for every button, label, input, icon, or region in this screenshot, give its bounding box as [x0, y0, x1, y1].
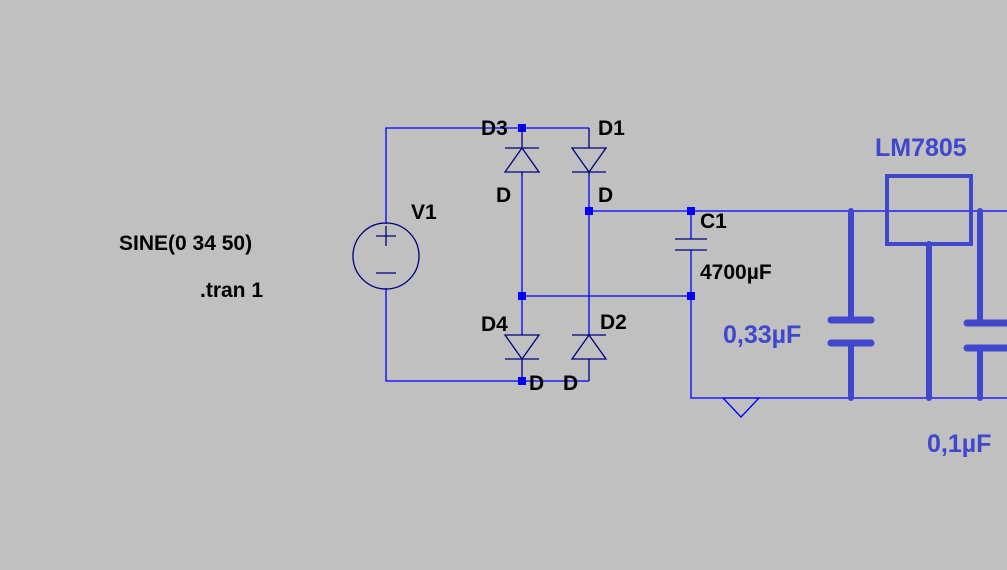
diode-d3[interactable] [503, 128, 541, 176]
voltage-source-v1[interactable] [352, 222, 420, 290]
regulator-label[interactable]: LM7805 [875, 134, 967, 162]
d4-name-label[interactable]: D4 [481, 313, 508, 336]
junction-mid [518, 292, 526, 300]
wire-v1-top[interactable] [385, 127, 522, 224]
capacitor-c1[interactable] [675, 238, 707, 251]
cap-in-value-label[interactable]: 0,33µF [723, 321, 802, 349]
added-parts [827, 174, 1007, 401]
junction-c1-top [687, 207, 695, 215]
d2-name-label[interactable]: D2 [600, 311, 627, 334]
voltage-regulator-lm7805[interactable] [885, 174, 973, 246]
c1-name-label[interactable]: C1 [700, 210, 727, 233]
diode-d2-icon [570, 333, 608, 360]
cap-out-value-label[interactable]: 0,1µF [927, 430, 992, 458]
capacitor-input-033uf[interactable] [827, 208, 875, 401]
junction-positive-out [585, 207, 593, 215]
diode-d2[interactable] [570, 333, 608, 381]
d1-model-label[interactable]: D [598, 184, 614, 207]
diode-d1-icon [570, 147, 608, 174]
wires [385, 127, 1007, 399]
source-function-label[interactable]: SINE(0 34 50) [119, 232, 253, 255]
d1-name-label[interactable]: D1 [598, 117, 625, 140]
diode-d4[interactable] [503, 333, 541, 381]
junctions [518, 124, 695, 385]
d2-model-label[interactable]: D [563, 372, 579, 395]
wire-ground-rail[interactable] [690, 296, 1007, 399]
d4-model-label[interactable]: D [529, 372, 545, 395]
diode-d4-icon [503, 334, 541, 361]
diode-d3-icon [503, 146, 541, 173]
junction-c1-bottom [687, 292, 695, 300]
d3-name-label[interactable]: D3 [481, 117, 508, 140]
v1-label[interactable]: V1 [411, 201, 437, 224]
c1-value-label[interactable]: 4700µF [700, 261, 772, 284]
diode-d1[interactable] [570, 128, 608, 176]
sim-directive-label[interactable]: .tran 1 [200, 279, 264, 302]
ground-symbol[interactable] [721, 397, 761, 418]
wire-v1-bottom[interactable] [385, 288, 522, 382]
sine-voltage-source-icon [352, 222, 420, 290]
d3-model-label[interactable]: D [496, 184, 512, 207]
capacitor-output-01uf[interactable] [963, 208, 1007, 401]
